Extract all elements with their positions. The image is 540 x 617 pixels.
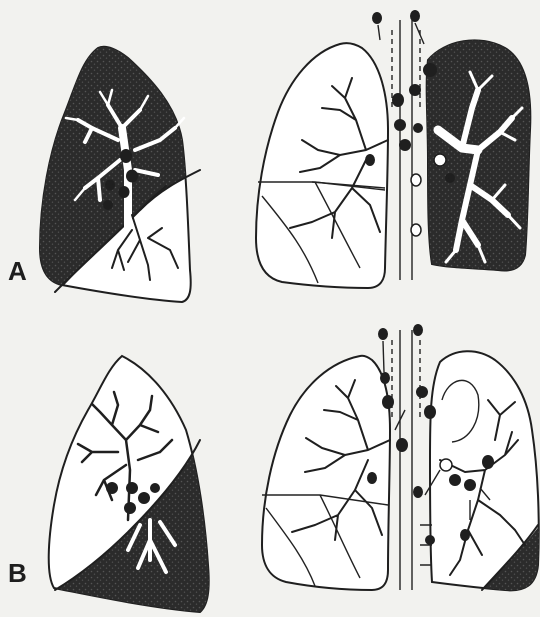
panel-b-trachea [392,330,432,590]
panel-a-label: A [8,256,27,286]
panel-b-bilateral-lungs [262,324,540,600]
panel-b: B [8,324,540,617]
panel-a-single-lung [30,30,200,302]
panel-a: A [8,10,540,302]
panel-a-bilateral-lungs [256,10,540,288]
panel-b-single-lung [49,356,220,617]
panel-b-label: B [8,558,27,588]
